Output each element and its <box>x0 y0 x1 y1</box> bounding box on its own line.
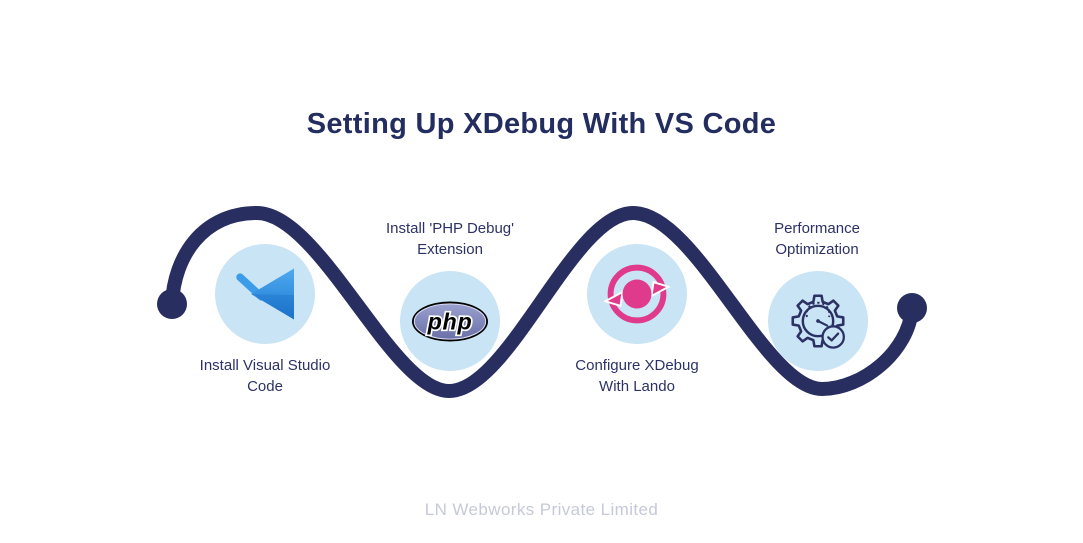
step-label-line: Optimization <box>775 241 859 258</box>
step-label-line: Configure XDebug <box>575 357 699 374</box>
timeline-wave-path <box>165 205 919 399</box>
php-logo-text: php <box>427 308 473 334</box>
timeline-start-dot <box>157 289 187 319</box>
vscode-icon <box>236 268 294 320</box>
footer-brand: LN Webworks Private Limited <box>424 500 659 519</box>
step-label-php-debug-extension: Install 'PHP Debug' Extension <box>335 218 565 260</box>
step-label-performance-optimization: Performance Optimization <box>702 218 932 260</box>
step-circle-performance <box>768 271 868 371</box>
step-label-line: Extension <box>417 241 483 258</box>
step-circle-php: php <box>400 271 500 371</box>
lando-logo <box>604 264 670 324</box>
step-label-line: Code <box>247 378 283 395</box>
page-title: Setting Up XDebug With VS Code <box>306 108 777 140</box>
step-label-configure-xdebug: Configure XDebug With Lando <box>522 355 752 397</box>
timeline-end-dot <box>897 293 927 323</box>
step-label-install-vscode: Install Visual Studio Code <box>150 355 380 397</box>
step-label-line: With Lando <box>599 378 675 395</box>
performance-gear-icon <box>791 294 845 349</box>
php-logo: php <box>412 301 488 341</box>
step-label-line: Install Visual Studio <box>199 357 331 374</box>
step-label-line: Install 'PHP Debug' <box>385 220 515 237</box>
step-circle-lando <box>587 244 687 344</box>
step-label-line: Performance <box>774 220 860 237</box>
step-circle-vscode <box>215 244 315 344</box>
